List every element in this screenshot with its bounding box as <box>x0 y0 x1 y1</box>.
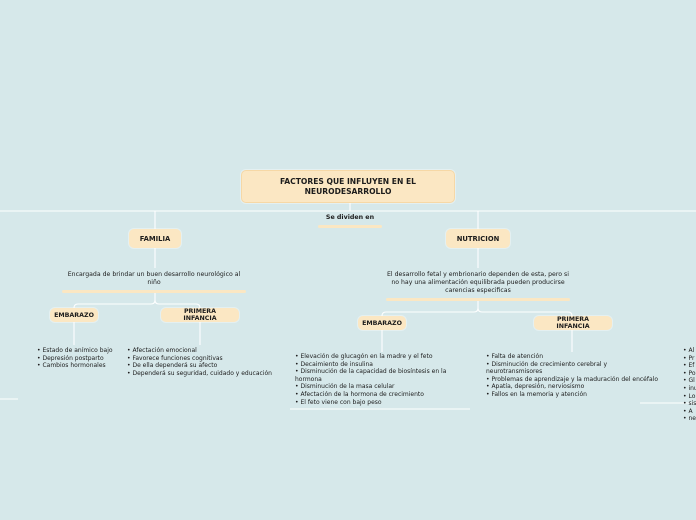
familia-primera-infancia-list: Afectación emocional Favorece funciones … <box>127 347 272 377</box>
list-item: Falta de atención <box>486 353 664 361</box>
list-item: Po <box>683 370 696 378</box>
familia-primera-infancia-title: PRIMERA INFANCIA <box>183 308 217 322</box>
list-item: Al <box>683 347 696 355</box>
list-item: Decaimiento de insulina <box>295 361 455 369</box>
list-item: Afectación emocional <box>127 347 272 355</box>
connector-label: Se dividen en <box>318 214 382 228</box>
nutricion-primera-infancia-title: PRIMERA INFANCIA <box>556 316 590 330</box>
list-item: Disminución de crecimiento cerebral y ne… <box>486 361 664 376</box>
nutricion-description: El desarrollo fetal y embrionario depend… <box>386 271 570 301</box>
nutricion-description-bar <box>386 298 570 301</box>
offscreen-right-items: Al Pr Ef Po Gl inu Lo sist A neu <box>683 347 696 423</box>
nutricion-embarazo-title: EMBARAZO <box>362 319 402 327</box>
familia-embarazo-list: Estado de anímico bajo Depresión postpar… <box>37 347 113 370</box>
connector-bar <box>318 225 382 228</box>
list-item: Dependerá su seguridad, cuidado y educac… <box>127 370 272 378</box>
list-item: Problemas de aprendizaje y la maduración… <box>486 376 664 384</box>
list-item: Pr <box>683 355 696 363</box>
familia-description-text: Encargada de brindar un buen desarrollo … <box>67 271 241 286</box>
nutricion-primera-infancia-list: Falta de atención Disminución de crecimi… <box>486 353 664 399</box>
root-title: FACTORES QUE INFLUYEN EN EL NEURODESARRO… <box>279 176 416 196</box>
offscreen-right-list: Al Pr Ef Po Gl inu Lo sist A neu <box>683 347 696 427</box>
nutricion-description-text: El desarrollo fetal y embrionario depend… <box>387 271 569 294</box>
list-item: Disminución de la masa celular <box>295 383 455 391</box>
nutricion-primera-infancia-node[interactable]: PRIMERA INFANCIA <box>534 316 612 330</box>
nutricion-title: NUTRICION <box>456 234 500 243</box>
familia-node[interactable]: FAMILIA <box>129 229 181 248</box>
familia-primera-infancia-node[interactable]: PRIMERA INFANCIA <box>161 308 239 322</box>
root-node[interactable]: FACTORES QUE INFLUYEN EN EL NEURODESARRO… <box>241 170 455 203</box>
list-item: Disminución de la capacidad de biosíntes… <box>295 368 455 383</box>
familia-description-bar <box>62 290 246 293</box>
nutricion-embarazo-node[interactable]: EMBARAZO <box>358 316 406 330</box>
list-item: Ef <box>683 362 696 370</box>
familia-embarazo-title: EMBARAZO <box>54 311 94 319</box>
list-item: De ella dependerá su afecto <box>127 362 272 370</box>
familia-embarazo-node[interactable]: EMBARAZO <box>50 308 98 322</box>
list-item: Depresión postparto <box>37 355 113 363</box>
list-item: El feto viene con bajo peso <box>295 399 455 407</box>
nutricion-node[interactable]: NUTRICION <box>446 229 510 248</box>
familia-title: FAMILIA <box>139 234 171 243</box>
nutricion-embarazo-list: Elevación de glucagón en la madre y el f… <box>295 353 455 406</box>
list-item: sist <box>683 400 696 408</box>
list-item: inu <box>683 385 696 393</box>
list-item: Afectación de la hormona de crecimiento <box>295 391 455 399</box>
list-item: Elevación de glucagón en la madre y el f… <box>295 353 455 361</box>
list-item: Cambios hormonales <box>37 362 113 370</box>
connector-text: Se dividen en <box>325 214 375 221</box>
list-item: Lo <box>683 393 696 401</box>
list-item: Favorece funciones cognitivas <box>127 355 272 363</box>
list-item: Estado de anímico bajo <box>37 347 112 355</box>
list-item: Fallos en la memoria y atención <box>486 391 664 399</box>
familia-description: Encargada de brindar un buen desarrollo … <box>62 271 246 293</box>
list-item: Apatía, depresión, nerviosismo <box>486 383 664 391</box>
list-item: neu <box>683 415 696 423</box>
list-item: A <box>683 408 696 416</box>
list-item: Gl <box>683 377 696 385</box>
